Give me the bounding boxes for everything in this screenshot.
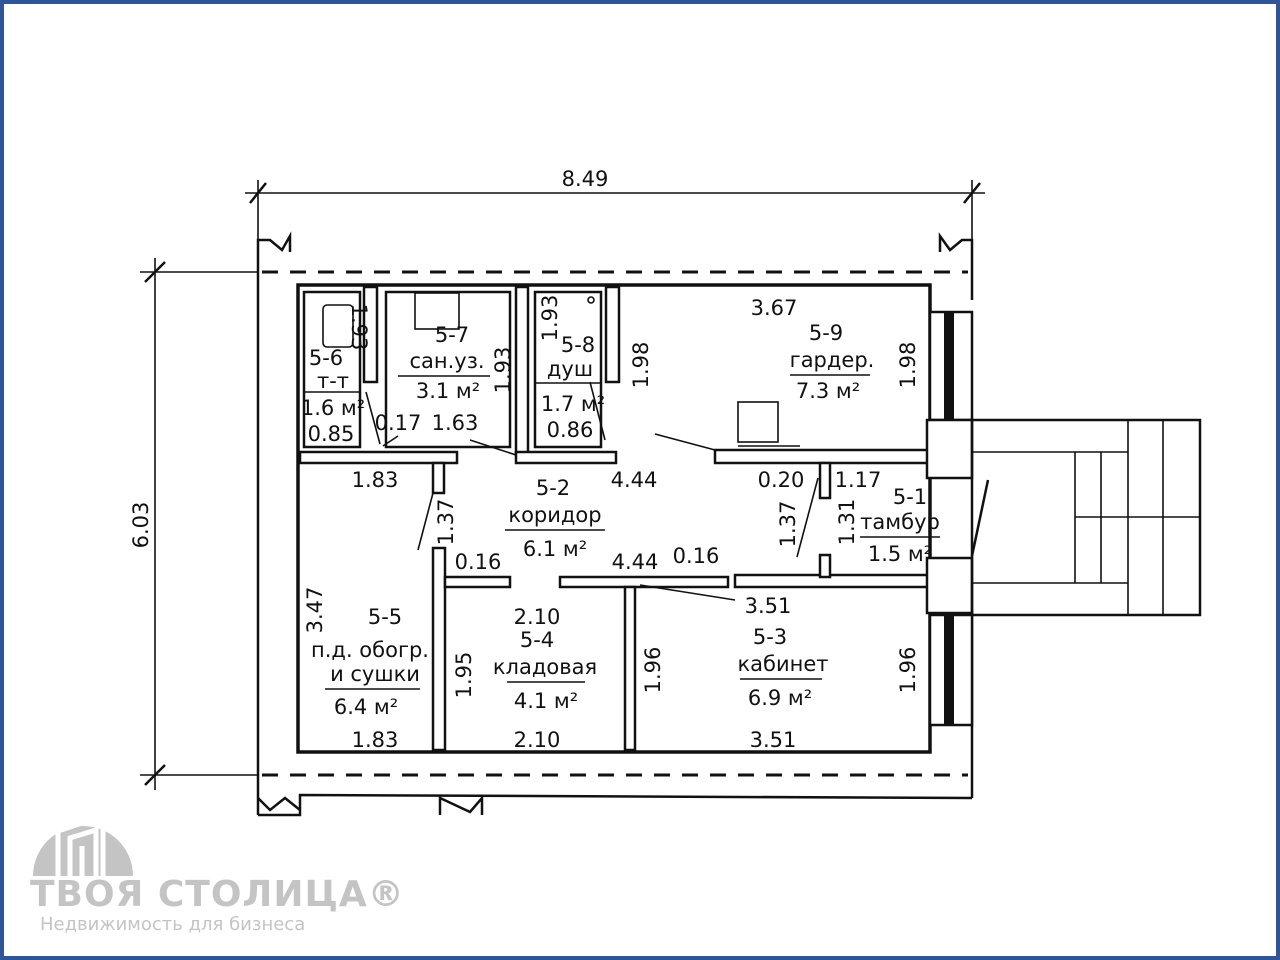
room-5-3: 3.51 5-3 кабинет 6.9 м² 1.96 1.96 3.51: [641, 594, 920, 752]
room-name-2: и сушки: [330, 662, 420, 686]
dim: 4.44: [611, 468, 658, 492]
room-id: 5-4: [520, 628, 554, 652]
logo-tagline: Недвижимость для бизнеса: [40, 914, 306, 935]
windows: [925, 310, 990, 727]
entrance-stairs: [970, 418, 1202, 617]
room-area: 1.7 м²: [541, 392, 605, 416]
dim: 1.37: [434, 499, 458, 546]
room-area: 1.5 м²: [868, 542, 932, 566]
logo-emblem-icon: [32, 812, 133, 876]
room-5-4: 2.10 5-4 кладовая 4.1 м² 1.95 2.10: [452, 605, 597, 752]
room-id: 5-1: [893, 485, 927, 509]
room-5-6: 1.93 5-6 т-т 1.6 м² 0.85: [301, 304, 371, 446]
room-name: кабинет: [737, 652, 828, 676]
room-area: 6.9 м²: [748, 686, 812, 710]
dim: 1.63: [432, 411, 479, 435]
room-id: 5-5: [368, 605, 402, 629]
room-5-1: 0.20 1.17 1.37 1.31 5-1 тамбур 1.5 м²: [758, 468, 940, 566]
room-5-8: 1.93 5-8 душ 1.7 м² 0.86: [538, 295, 605, 442]
dim: 1.93: [538, 295, 562, 342]
dim: 1.93: [491, 347, 515, 394]
room-area: 3.1 м²: [416, 379, 480, 403]
room-name: сан.уз.: [409, 349, 484, 373]
dim: 1.95: [452, 652, 476, 699]
room-5-7: 5-7 сан.уз. 3.1 м² 1.93 0.17 1.63: [375, 323, 515, 435]
room-name: т-т: [317, 369, 349, 393]
room-area: 7.3 м²: [796, 379, 860, 403]
dim: 3.51: [745, 594, 792, 618]
room-area: 6.1 м²: [523, 537, 587, 561]
dim: 0.20: [758, 468, 805, 492]
room-id: 5-7: [435, 323, 469, 347]
dim: 1.37: [776, 501, 800, 548]
fixtures: [322, 292, 800, 447]
room-name: гардер.: [790, 348, 875, 372]
room-id: 5-8: [561, 333, 595, 357]
window-east-top: [944, 312, 954, 420]
dim: 0.16: [673, 544, 720, 568]
dim: 2.10: [514, 605, 561, 629]
room-5-2: 1.83 5-2 4.44 коридор 6.1 м² 1.37 0.16 4…: [352, 468, 720, 574]
dim: 1.96: [896, 647, 920, 694]
room-area: 1.6 м²: [301, 396, 365, 420]
dim: 1.17: [835, 468, 882, 492]
dim: 1.98: [896, 342, 920, 389]
dimension-height: 6.03: [129, 258, 258, 790]
dimension-width: 8.49: [245, 167, 985, 240]
dim: 1.93: [347, 304, 371, 351]
dim: 3.47: [303, 587, 327, 634]
room-name: кладовая: [493, 655, 597, 679]
room-area: 6.4 м²: [334, 695, 398, 719]
room-name: тамбур: [860, 510, 940, 534]
dim: 1.96: [641, 647, 665, 694]
dim: 1.83: [352, 728, 399, 752]
toilet-icon: [322, 304, 354, 348]
room-area: 4.1 м²: [514, 689, 578, 713]
room-name: п.д. обогр.: [311, 638, 429, 662]
interior-walls: [298, 285, 930, 752]
dim: 1.98: [629, 342, 653, 389]
room-name: коридор: [508, 503, 601, 527]
dim-total-height: 6.03: [129, 502, 153, 549]
drain-icon: [587, 296, 595, 304]
dim: 3.51: [750, 728, 797, 752]
room-5-9: 3.67 5-9 гардер. 7.3 м² 1.98 1.98: [629, 296, 920, 403]
dim: 1.83: [352, 468, 399, 492]
window-east-bottom: [944, 615, 954, 725]
dim: 3.67: [751, 296, 798, 320]
dim: 0.86: [547, 418, 594, 442]
room-id: 5-3: [753, 625, 787, 649]
dim: 0.16: [455, 550, 502, 574]
room-id: 5-6: [309, 346, 343, 370]
door-swings: [365, 381, 819, 601]
room-name: душ: [547, 357, 593, 381]
dim: 2.10: [514, 728, 561, 752]
room-id: 5-9: [809, 321, 843, 345]
room-5-5: 3.47 5-5 п.д. обогр. и сушки 6.4 м² 1.83: [303, 587, 429, 752]
sink-icon: [414, 292, 460, 330]
dim: 1.31: [835, 499, 859, 546]
dim: 0.17: [375, 411, 422, 435]
watermark-logo: ТВОЯ СТОЛИЦА® Недвижимость для бизнеса: [28, 786, 404, 935]
dim-total-width: 8.49: [562, 167, 609, 191]
logo-brand: ТВОЯ СТОЛИЦА®: [30, 874, 405, 915]
cabinet-icon: [737, 401, 779, 443]
dim: 0.85: [308, 422, 355, 446]
dim: 4.44: [612, 550, 659, 574]
room-id: 5-2: [536, 476, 570, 500]
